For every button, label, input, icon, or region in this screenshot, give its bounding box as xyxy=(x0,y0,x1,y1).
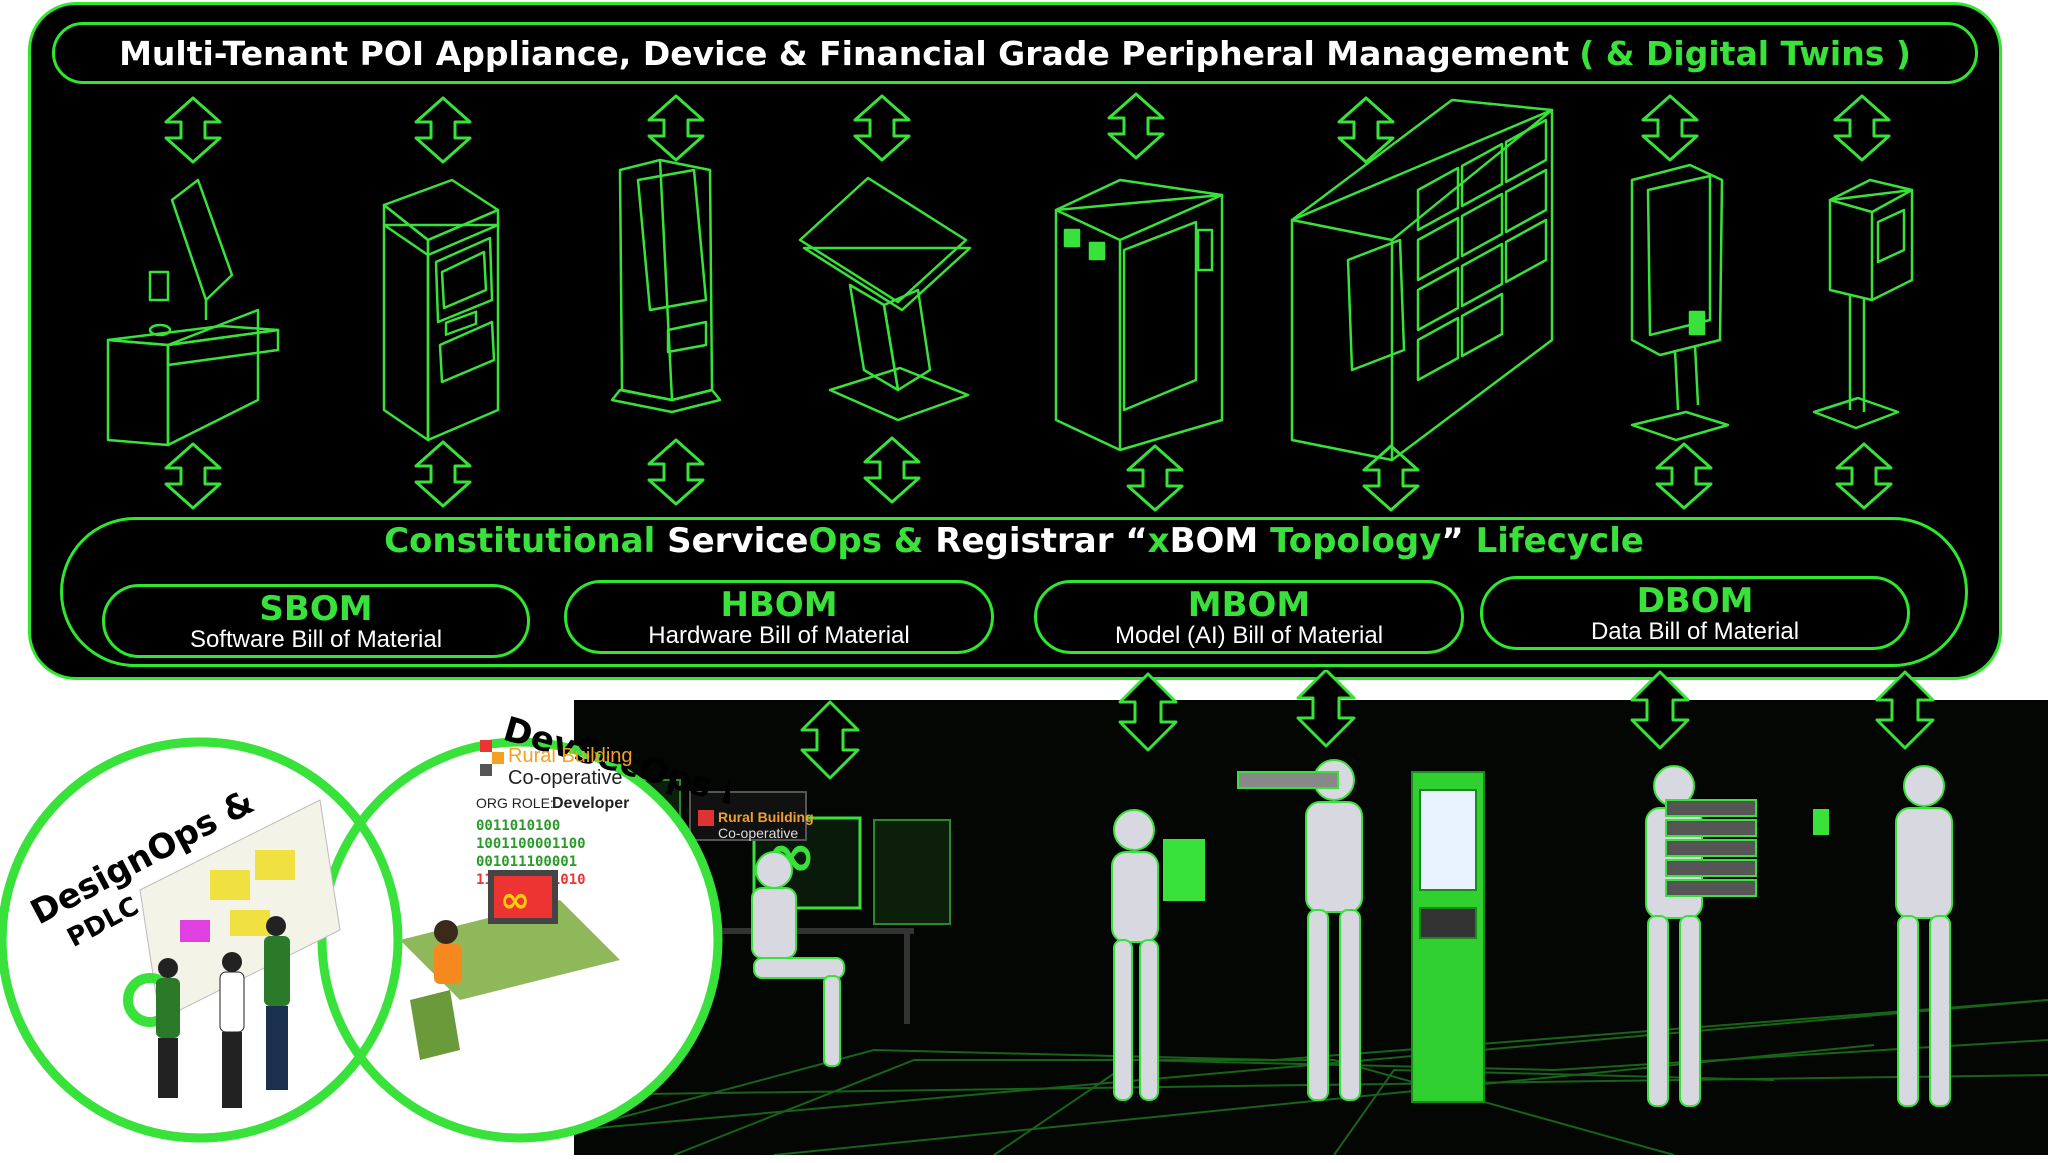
scene-arrow-servers-icon xyxy=(1630,670,1690,750)
bom-description: Data Bill of Material xyxy=(1590,618,1800,645)
pos-terminal-icon xyxy=(106,178,280,447)
robot-tablet xyxy=(1111,809,1205,1101)
bottom-arrow-7-icon xyxy=(1655,442,1713,510)
binary-line-3: 001011100001 xyxy=(476,854,577,870)
scene-arrow-phone-icon xyxy=(1875,670,1935,750)
top-arrow-1-icon xyxy=(164,96,222,164)
device-illustrations xyxy=(106,92,1914,512)
devsecops-org-line1: Rural Building xyxy=(508,745,633,767)
binary-line-2: 1001100001100 xyxy=(476,836,586,852)
ops-circles: DesignOps & PDLC Strategy DevSecOps Life… xyxy=(0,709,730,1143)
lifecycle-container xyxy=(60,517,1968,667)
kiosk-tall-icon xyxy=(610,158,722,414)
robot-servers xyxy=(1645,765,1757,1107)
top-arrow-4-icon xyxy=(853,94,911,162)
binary-line-1: 0011010100 xyxy=(476,818,560,834)
title-main: Multi-Tenant POI Appliance, Device & Fin… xyxy=(119,33,1570,73)
bom-description: Hardware Bill of Material xyxy=(648,622,910,649)
bom-code: MBOM xyxy=(1187,585,1311,625)
lifecycle-word-service: Service xyxy=(667,521,809,561)
lifecycle-word-topology: Topology xyxy=(1270,521,1442,561)
payment-pedestal-icon xyxy=(1812,178,1914,430)
bom-code: SBOM xyxy=(259,589,373,629)
bom-description: Model (AI) Bill of Material xyxy=(1114,622,1384,649)
lifecycle-word-constitutional: Constitutional xyxy=(384,521,656,561)
scene-arrow-tablet-icon xyxy=(1118,672,1178,752)
lifecycle-word-bom: BOM xyxy=(1169,521,1259,561)
top-arrow-6-icon xyxy=(1337,96,1395,164)
robot-phone xyxy=(1813,765,1953,1107)
bom-box-mbom: MBOM Model (AI) Bill of Material xyxy=(1034,580,1464,654)
top-arrow-5-icon xyxy=(1107,92,1165,160)
atm-icon xyxy=(382,178,500,442)
developer-illustration: ∞ xyxy=(400,870,620,1060)
screen-org-line1: Rural Building xyxy=(718,809,814,825)
strategy-board xyxy=(123,799,341,1027)
top-arrow-3-icon xyxy=(647,94,705,162)
lifecycle-word-registrar: Registrar “ xyxy=(935,521,1148,561)
lifecycle-word-quote: ” xyxy=(1441,521,1464,561)
bottom-arrow-1-icon xyxy=(164,442,222,510)
lifecycle-title: Constitutional ServiceOps & Registrar “x… xyxy=(60,521,1968,561)
scene-arrow-developer-icon xyxy=(800,700,860,780)
screen-org-line2: Co-operative xyxy=(718,825,798,841)
org-logo-icon xyxy=(480,740,504,776)
kiosk-green xyxy=(1411,771,1485,1103)
bottom-arrow-2-icon xyxy=(414,440,472,508)
title-accent: ( & Digital Twins ) xyxy=(1579,33,1911,73)
tablet-stand-icon xyxy=(798,176,972,422)
bottom-arrow-4-icon xyxy=(863,436,921,504)
payment-kiosk-icon xyxy=(1630,163,1730,442)
bom-description: Software Bill of Material xyxy=(189,626,443,653)
robot-scene: ∞ Rural Building Co-operative xyxy=(574,700,2048,1155)
robot-seated xyxy=(751,851,845,1067)
lifecycle-word-ops: Ops & xyxy=(808,521,924,561)
bottom-arrow-5-icon xyxy=(1126,444,1184,512)
vending-machine-icon xyxy=(1054,178,1224,452)
bom-code: HBOM xyxy=(720,585,838,625)
bom-box-sbom: SBOM Software Bill of Material xyxy=(102,584,530,658)
top-arrow-2-icon xyxy=(414,96,472,164)
bom-code: DBOM xyxy=(1636,581,1754,621)
devsecops-role-label: ORG ROLE: xyxy=(476,795,554,811)
scene-arrow-beam-icon xyxy=(1296,670,1356,748)
lifecycle-word-lifecycle: Lifecycle xyxy=(1475,521,1644,561)
top-arrow-8-icon xyxy=(1833,94,1891,162)
top-arrow-7-icon xyxy=(1641,94,1699,162)
bom-box-dbom: DBOM Data Bill of Material xyxy=(1480,576,1910,650)
smart-locker-icon xyxy=(1290,98,1554,462)
devsecops-org-line2: Co-operative xyxy=(508,767,623,789)
devsecops-role-value: Developer xyxy=(552,795,629,812)
robot-carrying-beam xyxy=(1237,759,1363,1101)
designops-people xyxy=(156,916,290,1108)
bom-box-hbom: HBOM Hardware Bill of Material xyxy=(564,580,994,654)
page-title: Multi-Tenant POI Appliance, Device & Fin… xyxy=(52,22,1978,84)
bottom-arrow-3-icon xyxy=(647,438,705,506)
bottom-arrow-8-icon xyxy=(1835,442,1893,510)
lifecycle-word-x: x xyxy=(1147,521,1170,561)
svg-text:∞: ∞ xyxy=(500,880,530,921)
